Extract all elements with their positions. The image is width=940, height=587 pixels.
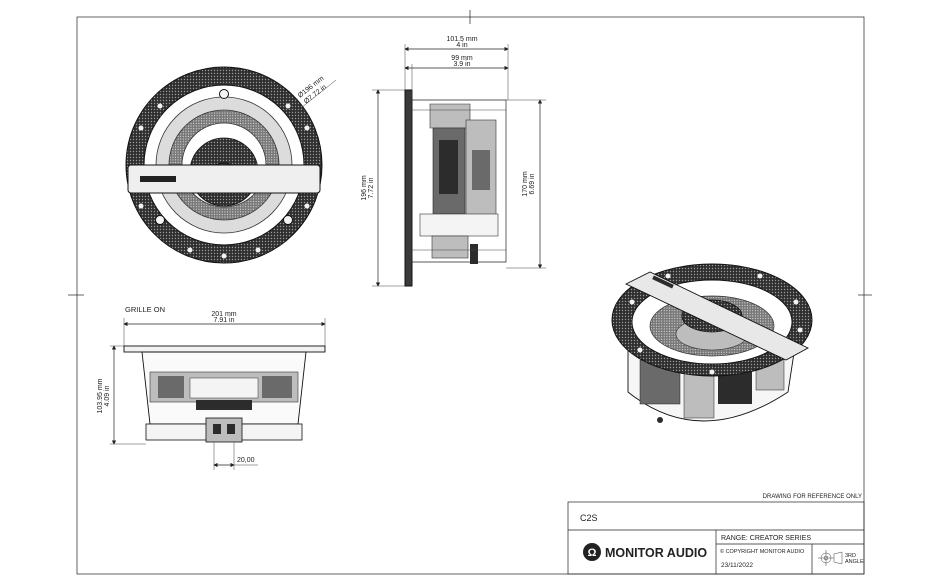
side-height-outer-in: 7.72 in	[368, 177, 375, 198]
side-height-outer-mm: 196 mm	[361, 175, 368, 200]
drawing-date: 23/11/2022	[721, 562, 753, 569]
iso-screws	[629, 273, 803, 375]
brand-logo: Ω MONITOR AUDIO	[583, 543, 707, 561]
brand-name: MONITOR AUDIO	[605, 546, 707, 560]
grille-plate	[123, 345, 326, 353]
grille-width-in: 7.91 in	[213, 317, 234, 324]
isometric-view	[611, 263, 813, 423]
title-block: DRAWING FOR REFERENCE ONLY C2S Ω MONITOR…	[567, 494, 865, 575]
grille-height-in: 4.09 in	[104, 385, 111, 406]
front-screws	[138, 89, 310, 259]
reference-note: DRAWING FOR REFERENCE ONLY	[763, 494, 862, 500]
grille-on-label: GRILLE ON	[125, 305, 165, 314]
copyright-label: © COPYRIGHT MONITOR AUDIO	[720, 548, 805, 555]
drawing-border	[76, 16, 865, 575]
side-depth-body-mm: 99 mm	[451, 55, 473, 62]
model-name: C2S	[580, 513, 598, 523]
grille-height-mm: 103.95 mm	[97, 378, 104, 413]
side-view: 101.5 mm 4 in 99 mm 3.9 in 196 mm 7.72 i…	[361, 36, 546, 287]
brand-logo-glyph: Ω	[588, 547, 597, 559]
side-depth-total-mm: 101.5 mm	[446, 36, 477, 43]
grille-width-mm: 201 mm	[211, 311, 236, 318]
side-flange	[404, 89, 413, 287]
front-view: Ø196 mm Ø7.72 in	[125, 66, 337, 264]
side-height-inner-in: 6.69 in	[529, 173, 536, 194]
grille-on-view: GRILLE ON 201 mm 7.91 in 103.95 mm 4.09 …	[97, 305, 326, 470]
side-height-inner-mm: 170 mm	[522, 171, 529, 196]
range-label: RANGE: CREATOR SERIES	[721, 535, 811, 542]
small-dim-label: 20,00	[237, 457, 255, 464]
iso-bridge-bar	[624, 271, 809, 361]
front-bridge-bar	[127, 164, 321, 194]
projection-symbol-icon	[818, 550, 843, 566]
grille-terminal	[205, 417, 243, 443]
side-depth-total-in: 4 in	[456, 42, 467, 49]
side-depth-body-in: 3.9 in	[453, 61, 470, 68]
